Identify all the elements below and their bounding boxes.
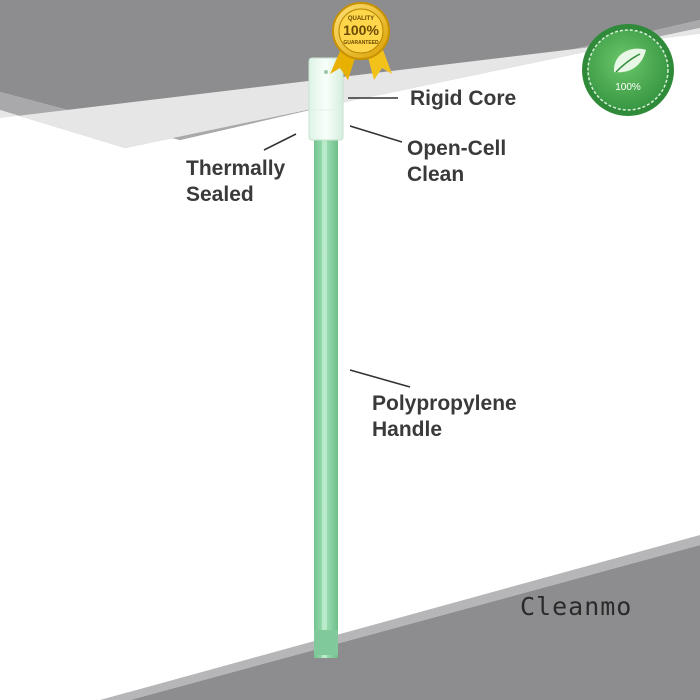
swab-handle-base: [314, 630, 338, 655]
green-seal: 100%: [582, 24, 674, 116]
quality-badge: QUALITY 100% GUARANTEED: [330, 2, 392, 80]
brand-watermark: Cleanmo: [520, 592, 633, 621]
label-handle-line2: Handle: [372, 418, 443, 441]
pointer-line-thermally-sealed: [263, 133, 297, 151]
label-open-cell: Open-Cell Clean: [407, 136, 506, 188]
label-thermally-sealed: Thermally Sealed: [186, 156, 285, 208]
label-rigid-core: Rigid Core: [410, 86, 516, 112]
swab-foam-tip: [308, 57, 344, 141]
pointer-line-open-cell: [349, 125, 403, 143]
label-thermally-line1: Thermally: [186, 157, 286, 180]
badge-line1: QUALITY: [348, 16, 374, 22]
green-seal-text: 100%: [615, 82, 641, 93]
pointer-line-handle: [349, 369, 411, 388]
label-open-cell-line2: Clean: [407, 163, 465, 186]
label-rigid-core-text: Rigid Core: [410, 87, 517, 110]
badge-line2: 100%: [343, 22, 379, 38]
swab-handle-highlight: [322, 138, 327, 658]
bottom-gray-panel: [100, 535, 700, 700]
label-open-cell-line1: Open-Cell: [407, 137, 507, 160]
label-thermally-line2: Sealed: [186, 183, 254, 206]
label-polypropylene-handle: Polypropylene Handle: [372, 391, 517, 443]
label-handle-line1: Polypropylene: [372, 392, 517, 415]
badge-line3: GUARANTEED: [343, 40, 379, 46]
